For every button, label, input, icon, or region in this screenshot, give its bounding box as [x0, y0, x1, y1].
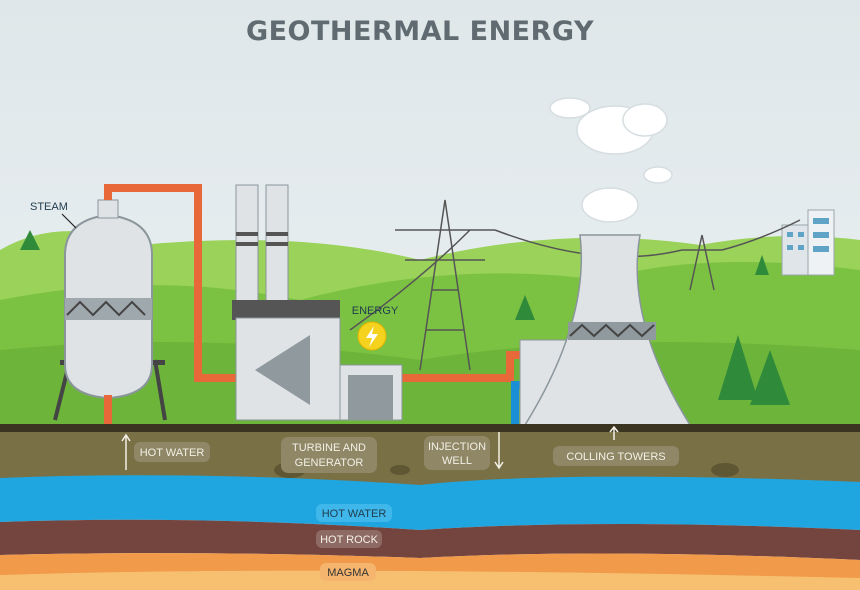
label-turbine-generator: TURBINE AND GENERATOR [281, 437, 377, 473]
label-hot-water-pipe: HOT WATER [121, 433, 210, 470]
svg-text:TURBINE AND: TURBINE AND [292, 442, 366, 454]
energy-label: ENERGY [352, 305, 399, 317]
up-arrow-icon [609, 425, 619, 440]
turbine-generator-building [232, 184, 403, 421]
label-injection-well: INJECTION WELL [424, 432, 504, 470]
down-arrow-icon [494, 432, 504, 470]
label-hot-water-layer: HOT WATER [316, 504, 392, 522]
svg-text:HOT WATER: HOT WATER [322, 508, 387, 520]
energy-indicator: ENERGY [352, 305, 399, 351]
svg-text:HOT WATER: HOT WATER [140, 447, 205, 459]
clouds [549, 97, 673, 223]
svg-text:HOT ROCK: HOT ROCK [320, 534, 379, 546]
label-magma-layer: MAGMA [320, 563, 376, 581]
label-hot-rock-layer: HOT ROCK [316, 530, 382, 548]
trees [20, 230, 790, 405]
label-cooling-towers: COLLING TOWERS [553, 425, 679, 466]
svg-text:GENERATOR: GENERATOR [295, 457, 364, 469]
svg-text:COLLING TOWERS: COLLING TOWERS [566, 451, 665, 463]
steam-separator-tank [53, 199, 167, 421]
steam-label: STEAM [30, 201, 68, 213]
rock-layer [0, 519, 860, 560]
steam-arrow [61, 213, 77, 229]
water-layer [0, 475, 860, 530]
city-building [781, 209, 835, 276]
svg-text:MAGMA: MAGMA [327, 567, 369, 579]
svg-text:INJECTION: INJECTION [428, 441, 486, 453]
up-arrow-icon [121, 433, 131, 470]
cooling-tower [519, 234, 692, 426]
transmission-towers [349, 199, 801, 371]
svg-text:WELL: WELL [442, 455, 472, 467]
page-title: GEOTHERMAL ENERGY [246, 16, 594, 47]
